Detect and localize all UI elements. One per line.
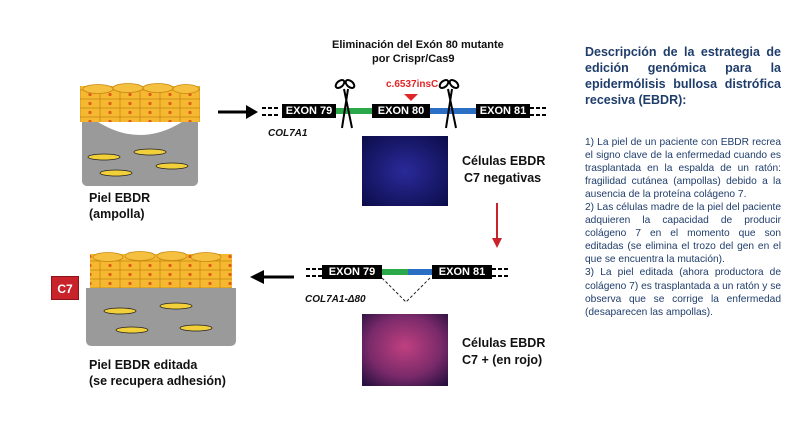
skin-ebdr-edited-illustration bbox=[86, 251, 236, 346]
gene-label-col7a1: COL7A1 bbox=[268, 128, 308, 139]
exon-79-top: EXON 79 bbox=[282, 104, 336, 118]
scissors-icon bbox=[334, 79, 356, 129]
arrow-right-icon bbox=[218, 105, 258, 119]
diagram-header-line2: por Crispr/Cas9 bbox=[372, 53, 455, 65]
skin-edited-label-line2: (se recupera adhesión) bbox=[89, 374, 226, 388]
c7-badge: C7 bbox=[51, 276, 79, 300]
cells-c7-negative-label-line1: Células EBDR bbox=[462, 154, 546, 168]
cells-c7-positive-label-line1: Células EBDR bbox=[462, 336, 546, 350]
gene-col7a1-delta80 bbox=[306, 268, 508, 303]
exon-80: EXON 80 bbox=[372, 104, 430, 118]
skin-edited-label-line1: Piel EBDR editada bbox=[89, 358, 198, 372]
sidebar-paragraph-1: 1) La piel de un paciente con EBDR recre… bbox=[585, 137, 781, 201]
microscopy-c7-negative bbox=[362, 136, 448, 206]
sidebar-body: 1) La piel de un paciente con EBDR recre… bbox=[585, 136, 781, 319]
exon-81-top: EXON 81 bbox=[476, 104, 530, 118]
red-down-arrow-icon bbox=[492, 203, 502, 248]
skin-ebdr-label-line2: (ampolla) bbox=[89, 207, 145, 221]
diagram-header-line1: Eliminación del Exón 80 mutante bbox=[332, 39, 504, 51]
sidebar-paragraph-3: 3) La piel editada (ahora productora de … bbox=[585, 267, 781, 318]
mutation-marker-icon bbox=[404, 94, 418, 101]
cells-c7-negative-label-line2: C7 negativas bbox=[464, 171, 542, 185]
skin-ebdr-label-line1: Piel EBDR bbox=[89, 191, 151, 205]
scissors-icon bbox=[438, 79, 460, 129]
mutation-label: c.6537insC bbox=[386, 79, 439, 90]
skin-ebdr-illustration bbox=[80, 83, 200, 186]
microscopy-c7-positive bbox=[362, 314, 448, 386]
cells-c7-positive-label-line2: C7 + (en rojo) bbox=[462, 353, 543, 367]
gene-label-col7a1-delta80: COL7A1-Δ80 bbox=[305, 294, 366, 305]
dermis-tissue-edited bbox=[86, 288, 236, 346]
arrow-left-icon bbox=[250, 270, 294, 284]
exon-79-bottom: EXON 79 bbox=[322, 265, 382, 279]
exon-81-bottom: EXON 81 bbox=[432, 265, 492, 279]
sidebar-title: Descripción de la estrategia de edición … bbox=[585, 45, 781, 107]
diagram-graphics bbox=[80, 79, 546, 386]
sidebar-paragraph-2: 2) Las células madre de la piel del paci… bbox=[585, 202, 781, 266]
